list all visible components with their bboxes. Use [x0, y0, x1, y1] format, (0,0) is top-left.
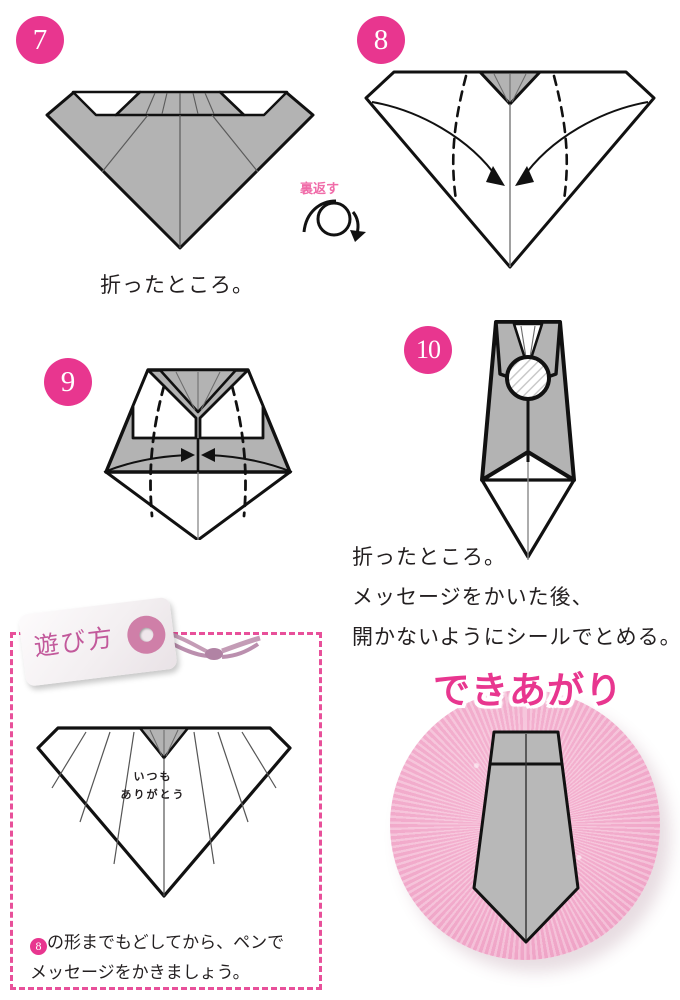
play-message-line2: ありがとう	[120, 788, 186, 801]
finished-label: できあがり	[433, 669, 623, 712]
inline-step-8-badge: 8	[30, 938, 47, 955]
finished-necktie	[452, 728, 600, 950]
play-diagram	[28, 716, 300, 901]
step-7-badge: 7	[16, 16, 64, 64]
step-9-badge: 9	[44, 358, 92, 406]
step-10-badge: 10	[404, 326, 452, 374]
play-note-line1-text: の形までもどしてから、ペンで	[47, 933, 285, 953]
step-9-diagram	[78, 360, 318, 540]
step-10-diagram	[448, 312, 608, 572]
step-10-caption-line3: 開かないようにシールでとめる。	[352, 625, 680, 649]
play-message-line1: いつも	[133, 770, 173, 783]
step-8-badge: 8	[357, 16, 405, 64]
step-8-diagram	[358, 62, 663, 277]
step-7-diagram	[40, 60, 320, 260]
step-7-caption: 折ったところ。	[100, 273, 254, 297]
step-10-caption-line2: メッセージをかいた後、	[352, 585, 594, 609]
play-note-line2: メッセージをかきましょう。	[30, 963, 250, 983]
flip-instruction: 裏返す	[300, 178, 339, 197]
seal-sticker-icon	[505, 355, 551, 401]
rotate-arrow-icon	[296, 192, 374, 244]
step-10-caption-line1: 折ったところ。	[352, 545, 506, 569]
flip-label: 裏返す	[300, 182, 340, 197]
